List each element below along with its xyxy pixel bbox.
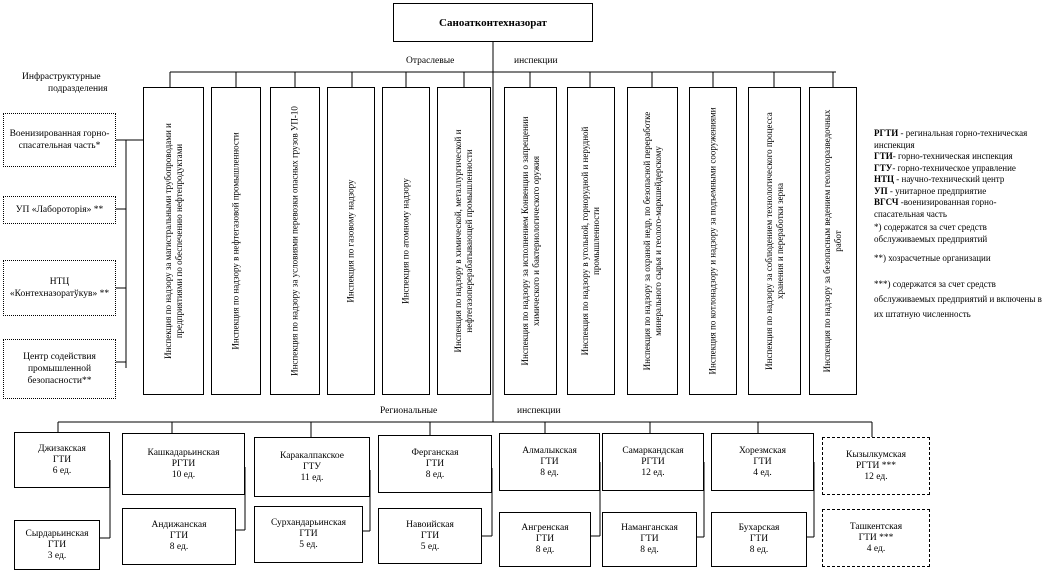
- legend-note-1: *) содержатся за счет средств обслуживае…: [874, 222, 988, 244]
- legend: РГТИ - регинальная горно-техническая инс…: [874, 128, 1046, 322]
- sectoral-box-1: Инспекция по надзору за магистральными т…: [143, 87, 204, 395]
- sectoral-box-2: Инспекция по надзору в нефтегазовой пром…: [211, 87, 261, 395]
- infra-safety-center: Центр содействия промышленной безопаснос…: [3, 339, 116, 399]
- root-box: Саноатконтехназорат: [393, 3, 593, 42]
- legend-note-2: **) хозрасчетные организации: [874, 253, 991, 263]
- sectoral-box-12: Инспекция по надзору за безопасным веден…: [809, 87, 857, 395]
- legend-item: НТЦ - научно-технический центр: [874, 174, 1005, 184]
- sectoral-box-7: Инспекция по надзору за исполнением Конв…: [504, 87, 557, 395]
- infra-label-line2: подразделения: [48, 84, 108, 94]
- sectoral-box-4: Инспекция по газовому надзору: [327, 87, 375, 395]
- sectoral-box-9: Инспекция по надзору за охраной недр, по…: [627, 87, 678, 395]
- root-title: Саноатконтехназорат: [439, 16, 547, 29]
- sectoral-box-6: Инспекция по надзору в химической, метал…: [437, 87, 491, 395]
- legend-item: ГТИ- горно-техническая инспекция: [874, 151, 1013, 161]
- legend-note-3: ***) содержатся за счет средств обслужив…: [874, 278, 1042, 319]
- infra-up-laboratory: УП «Лабороторія» **: [3, 196, 116, 224]
- legend-item: РГТИ - регинальная горно-техническая инс…: [874, 128, 1028, 150]
- regional-label-left: Региональные: [380, 406, 438, 416]
- sectoral-box-3: Инспекция по надзору за условиями перево…: [270, 87, 320, 395]
- infra-ntc: НТЦ «Контехназоратўкув» **: [3, 260, 116, 316]
- sectoral-label-right: инспекции: [514, 56, 558, 66]
- legend-item: ГТУ- горно-техническое управление: [874, 162, 1016, 173]
- legend-item: УП - унитарное предприятие: [874, 185, 987, 196]
- legend-item: ВГСЧ -военизированная горно-спасательная…: [874, 197, 997, 219]
- sectoral-box-5: Инспекция по атомному надзору: [382, 87, 430, 395]
- infra-vgsch: Военизированная горно-спасательная часть…: [3, 113, 116, 167]
- regional-label-right: инспекции: [517, 406, 561, 416]
- sectoral-box-8: Инспекция по надзору в угольной, горнору…: [567, 87, 615, 395]
- infra-label-line1: Инфраструктурные: [22, 72, 101, 82]
- sectoral-label-left: Отраслевые: [406, 56, 455, 66]
- sectoral-box-11: Инспекция по надзору за соблюдением техн…: [748, 87, 801, 395]
- sectoral-box-10: Инспекция по котлонадзору и надзору за п…: [689, 87, 737, 395]
